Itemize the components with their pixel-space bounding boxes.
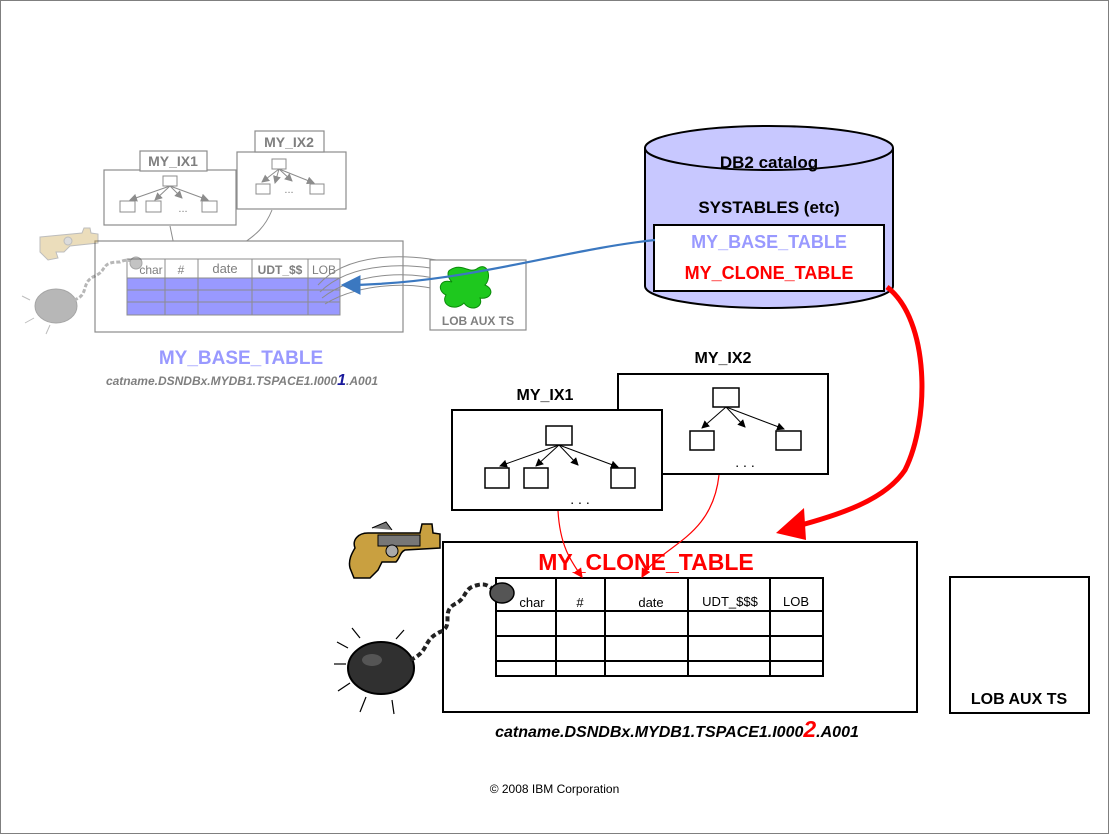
db2-catalog: DB2 catalog SYSTABLES (etc) MY_BASE_TABL… xyxy=(645,126,893,308)
clone-ix1-dots: . . . xyxy=(570,491,589,507)
clone-col-udt: UDT_$$$ xyxy=(702,594,758,609)
clone-col-lob: LOB xyxy=(783,594,809,609)
copyright-notice: © 2008 IBM Corporation xyxy=(0,782,1109,796)
clone-table: MY_CLONE_TABLE char # date UDT_$$$ LOB xyxy=(443,542,917,712)
catalog-clone-entry: MY_CLONE_TABLE xyxy=(685,263,854,283)
clone-dataset-name: catname.DSNDBx.MYDB1.TSPACE1.I0002.A001 xyxy=(495,716,859,742)
base-table: char # date UDT_$$ LOB xyxy=(95,241,403,332)
clone-col-date: date xyxy=(638,595,663,610)
revolver-icon xyxy=(40,228,98,260)
clone-ix2-label: MY_IX2 xyxy=(695,350,752,367)
base-col-date: date xyxy=(212,261,237,276)
clone-ix1-label: MY_IX1 xyxy=(517,387,574,404)
revolver-icon xyxy=(349,522,440,578)
base-lob-label: LOB AUX TS xyxy=(442,314,514,328)
base-ix2-label: MY_IX2 xyxy=(264,134,314,150)
base-table-name: MY_BASE_TABLE xyxy=(159,348,323,369)
catalog-title: DB2 catalog xyxy=(720,153,818,172)
base-ix1-dots: ... xyxy=(178,203,187,215)
base-col-char: char xyxy=(139,263,162,277)
base-col-num: # xyxy=(178,263,185,277)
clone-lob-label: LOB AUX TS xyxy=(971,691,1068,708)
catalog-to-clone-arrowhead xyxy=(776,508,806,540)
clone-lob-aux-ts: LOB AUX TS xyxy=(950,577,1089,713)
base-index-ix2: MY_IX2 ... xyxy=(237,131,346,209)
base-index-ix1: MY_IX1 ... xyxy=(104,151,236,225)
catalog-subtitle: SYSTABLES (etc) xyxy=(698,198,839,217)
base-ix1-label: MY_IX1 xyxy=(148,153,198,169)
base-col-udt: UDT_$$ xyxy=(258,263,303,277)
clone-col-char: char xyxy=(519,595,545,610)
catalog-base-entry: MY_BASE_TABLE xyxy=(691,232,847,252)
clone-ix2-dots: . . . xyxy=(735,454,754,470)
clone-col-num: # xyxy=(576,595,584,610)
base-dataset-name: catname.DSNDBx.MYDB1.TSPACE1.I0001.A001 xyxy=(106,372,378,389)
base-col-lob: LOB xyxy=(312,263,336,277)
base-ix2-dots: ... xyxy=(284,184,293,196)
